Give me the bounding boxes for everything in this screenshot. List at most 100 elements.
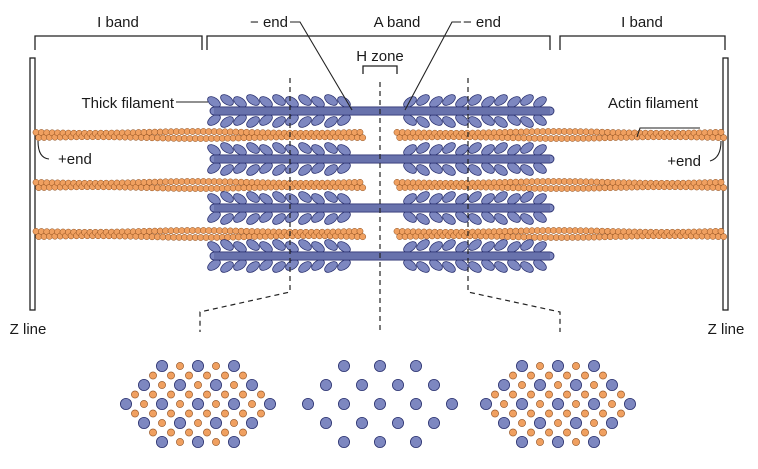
myosin-head — [246, 116, 260, 128]
myosin-head — [259, 259, 273, 271]
thick-filament-cross-section — [355, 416, 368, 429]
actin-cross-section — [509, 371, 517, 380]
thick-filament-cross-section — [409, 397, 422, 410]
myosin-head — [324, 164, 338, 176]
actin-cross-section — [221, 390, 229, 399]
i-band-right-label: I band — [621, 14, 663, 31]
actin-cross-section — [509, 428, 517, 437]
myosin-head — [416, 164, 430, 176]
myosin-head — [403, 162, 417, 174]
thick-filament-cross-section — [427, 416, 440, 429]
h-zone-bracket — [362, 65, 398, 74]
actin-cross-section — [203, 428, 211, 437]
myosin-head — [416, 94, 430, 106]
actin-filament-label: Actin filament — [608, 95, 699, 112]
actin-cross-section — [518, 419, 526, 427]
actin-cross-section — [527, 371, 535, 380]
myosin-head — [207, 259, 221, 271]
actin-cross-section — [203, 371, 211, 380]
actin-cross-section — [545, 428, 553, 437]
myosin-head — [233, 259, 247, 271]
myosin-head — [403, 241, 417, 253]
cross-section-overlap-left — [120, 359, 276, 448]
myosin-head — [285, 193, 299, 205]
thick-filament-cross-section — [209, 378, 222, 391]
myosin-head — [246, 191, 260, 203]
thick-filament-cross-section — [227, 435, 240, 448]
myosin-head — [494, 94, 508, 106]
myosin-head — [259, 114, 273, 126]
thick-filament-cross-section — [227, 397, 240, 410]
thick-filament-cross-section — [552, 359, 565, 372]
myosin-head — [468, 94, 482, 106]
myosin-head — [246, 142, 260, 154]
thick-filament-cross-section — [373, 397, 386, 410]
myosin-head — [494, 261, 508, 273]
plus-end-right-leader — [709, 140, 722, 162]
myosin-head — [520, 116, 534, 128]
myosin-head — [233, 241, 247, 253]
myosin-head — [481, 96, 495, 108]
myosin-head — [272, 261, 286, 273]
thick-filament-cross-section — [263, 397, 276, 410]
actin-cross-section — [212, 400, 220, 408]
z-line-right-label: Z line — [708, 321, 745, 338]
thick-filament-cross-section — [173, 378, 186, 391]
actin-filaments — [32, 128, 728, 241]
myosin-head — [507, 114, 521, 126]
actin-cross-section — [239, 371, 247, 380]
myosin-head — [533, 162, 547, 174]
actin-cross-section — [572, 400, 580, 408]
thick-filament-cross-section — [155, 397, 168, 410]
actin-cross-section — [509, 390, 517, 399]
thick-filament-cross-section — [337, 359, 350, 372]
thick-filament-cross-section — [606, 416, 619, 429]
actin-cross-section — [167, 371, 175, 380]
myosin-head — [298, 164, 312, 176]
myosin-head — [403, 144, 417, 156]
z-line-left-label: Z line — [10, 321, 47, 338]
myosin-head — [220, 94, 234, 106]
actin-cross-section — [527, 390, 535, 399]
myosin-head — [337, 162, 351, 174]
actin-cross-section — [212, 362, 220, 370]
actin-cross-section — [590, 381, 598, 389]
myosin-head — [494, 213, 508, 225]
myosin-head — [507, 162, 521, 174]
myosin-head — [403, 259, 417, 271]
myosin-head — [481, 211, 495, 223]
myosin-head — [468, 261, 482, 273]
myosin-head — [468, 191, 482, 203]
myosin-head — [468, 239, 482, 251]
myosin-head — [246, 261, 260, 273]
minus-end-left-leader — [290, 21, 353, 111]
plus-end-right-label: +end — [667, 153, 701, 170]
actin-cross-section — [167, 409, 175, 418]
actin-cross-section — [563, 409, 571, 418]
myosin-head — [311, 193, 325, 205]
actin-cross-section — [149, 371, 157, 380]
a-band-label: A band — [374, 14, 421, 31]
actin-cross-section — [581, 428, 589, 437]
actin-cross-section — [491, 390, 499, 399]
actin-cross-section — [158, 381, 166, 389]
myosin-head — [481, 241, 495, 253]
i-band-left-bracket — [34, 35, 203, 50]
myosin-head — [416, 261, 430, 273]
thick-filament-cross-section — [137, 416, 150, 429]
actin-cross-section — [599, 428, 607, 437]
band-brackets — [34, 35, 726, 74]
myosin-head — [207, 193, 221, 205]
actin-cross-section — [185, 371, 193, 380]
minus-end-left-label: − end — [250, 14, 288, 31]
thick-filament-2 — [207, 142, 555, 176]
myosin-head — [324, 142, 338, 154]
myosin-head — [311, 96, 325, 108]
myosin-head — [324, 213, 338, 225]
thick-filament-cross-section — [245, 416, 258, 429]
myosin-head — [429, 96, 443, 108]
myosin-head — [324, 261, 338, 273]
myosin-head — [416, 239, 430, 251]
actin-filament-left-2 — [32, 178, 367, 192]
myosin-head — [311, 241, 325, 253]
